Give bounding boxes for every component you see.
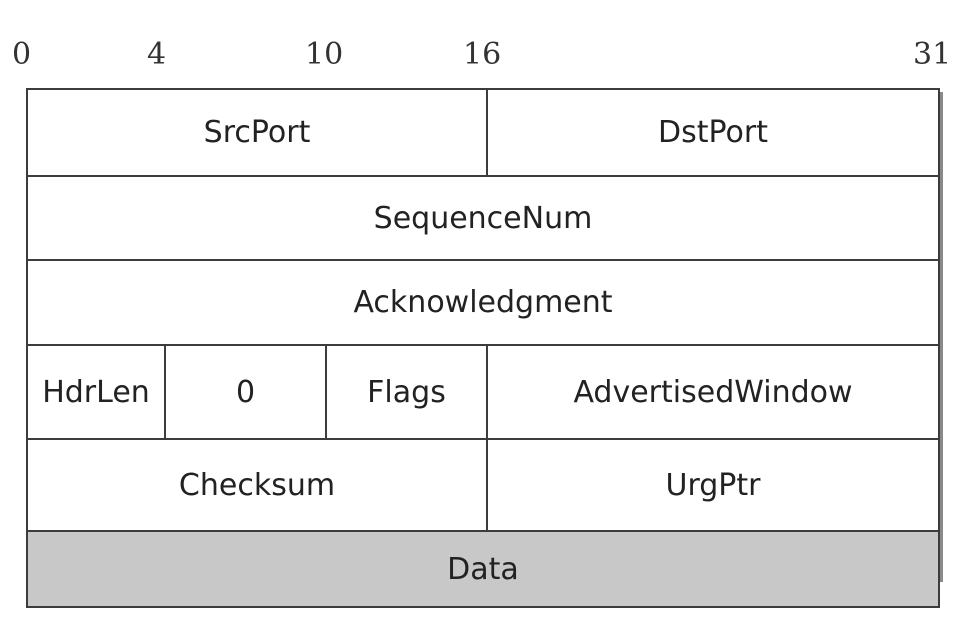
- field-urg-ptr: UrgPtr: [665, 467, 761, 503]
- box-shadow: [938, 92, 943, 582]
- field-checksum: Checksum: [28, 440, 488, 530]
- row-checksum: Checksum UrgPtr: [28, 440, 938, 532]
- field-flags: Flags: [327, 346, 488, 438]
- field-hdr-len: HdrLen: [28, 346, 166, 438]
- header-layout-box: SrcPort DstPort SequenceNum Acknowledgme…: [26, 88, 940, 608]
- row-sequence: SequenceNum: [28, 177, 938, 261]
- row-data: Data: [28, 532, 938, 606]
- field-data: Data: [447, 551, 519, 587]
- field-advertised-window: AdvertisedWindow: [573, 374, 853, 410]
- bit-label-16: 16: [463, 37, 502, 72]
- row-control: HdrLen 0 Flags AdvertisedWindow: [28, 346, 938, 440]
- bit-label-4: 4: [147, 37, 167, 72]
- field-src-port: SrcPort: [28, 90, 488, 175]
- field-acknowledgment: Acknowledgment: [353, 285, 613, 320]
- row-acknowledgment: Acknowledgment: [28, 261, 938, 346]
- bit-label-10: 10: [305, 37, 344, 72]
- field-reserved: 0: [166, 346, 327, 438]
- field-sequence-num: SequenceNum: [373, 200, 593, 236]
- bit-label-0: 0: [12, 37, 32, 72]
- bit-label-31: 31: [913, 37, 952, 72]
- field-dst-port: DstPort: [658, 115, 768, 150]
- row-ports: SrcPort DstPort: [28, 90, 938, 177]
